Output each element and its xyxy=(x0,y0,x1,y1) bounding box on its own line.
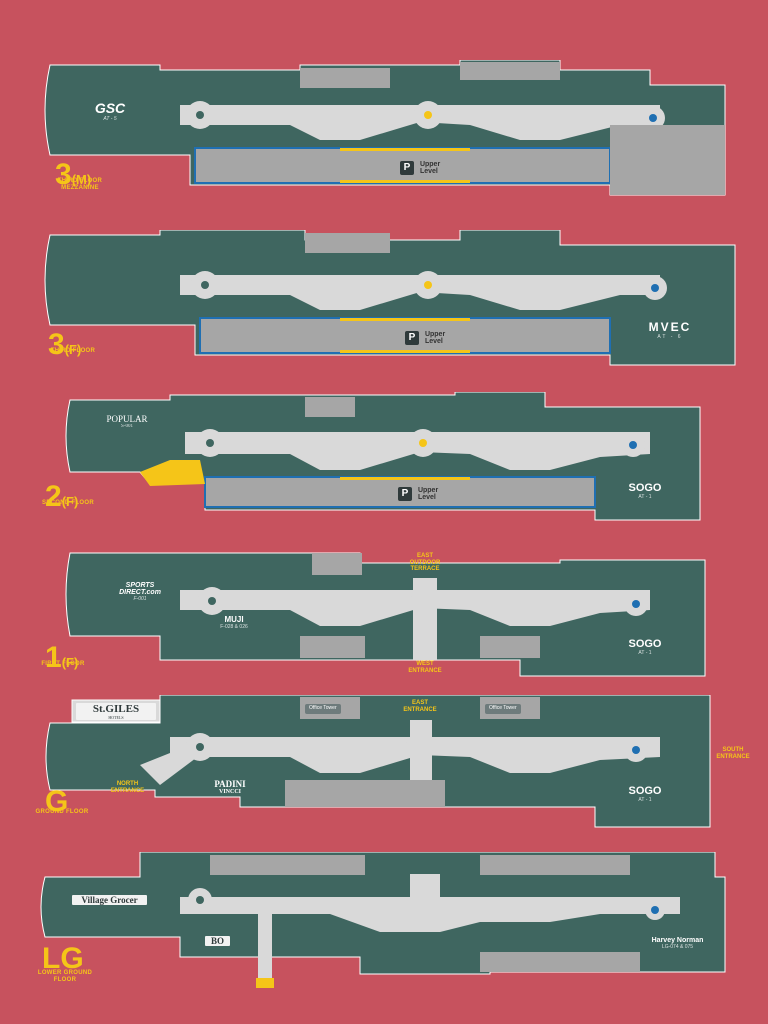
anchor-muji[interactable]: MUJI F-028 & 026 xyxy=(220,615,248,630)
floor-name-3f: THIRD FLOOR xyxy=(50,348,96,354)
anchor-sogo-1f[interactable]: SOGO AT - 1 xyxy=(628,638,662,656)
anchor-st-giles[interactable]: St.GILES HOTELS xyxy=(76,703,156,720)
anchor-village-grocer[interactable]: Village Grocer xyxy=(72,895,147,905)
floor-code-g: G xyxy=(45,785,69,818)
anchor-padini-vincci[interactable]: PADINI VINCCI xyxy=(214,779,246,795)
anchor-harvey-norman[interactable]: Harvey Norman LG-074 & 075 xyxy=(651,937,704,950)
floor-code-1f: 1(F) xyxy=(45,641,79,674)
anchor-sogo-2f[interactable]: SOGO AT - 1 xyxy=(628,482,662,500)
floor-name-2f: SECOND FLOOR xyxy=(42,500,94,506)
anchor-mvec[interactable]: MVEC AT - 6 xyxy=(648,320,692,340)
anchor-sogo-g[interactable]: SOGO AT - 1 xyxy=(628,785,662,803)
anchor-popular[interactable]: POPULAR S-001 xyxy=(106,414,148,429)
parking-icon: P xyxy=(405,331,419,346)
floor-2f-plan[interactable] xyxy=(0,392,768,527)
floor-g-plan[interactable] xyxy=(0,695,768,840)
floor-code-2f: 2(F) xyxy=(45,480,79,513)
office-tower-1[interactable]: Office Tower xyxy=(305,704,341,714)
floor-lg: Village Grocer BO Harvey Norman LG-074 &… xyxy=(0,852,768,1002)
floor-g: St.GILES HOTELS Office Tower Office Towe… xyxy=(0,695,768,840)
floor-lg-plan[interactable] xyxy=(0,852,768,1002)
floor-1f-plan[interactable] xyxy=(0,548,768,683)
floor-name-g: GROUND FLOOR xyxy=(35,809,89,815)
anchor-sports-direct[interactable]: SPORTS DIRECT.com F-001 xyxy=(119,582,161,602)
floor-code-lg: LG xyxy=(42,942,84,975)
parking-icon: P xyxy=(398,487,412,502)
parking-icon: P xyxy=(400,161,414,176)
office-tower-2[interactable]: Office Tower xyxy=(485,704,521,714)
anchor-bo[interactable]: BO xyxy=(205,936,230,946)
floor-name-1f: FIRST FLOOR xyxy=(41,661,85,667)
floor-3m-plan[interactable] xyxy=(0,60,768,200)
floor-code-3f: 3(F) xyxy=(48,328,82,361)
floor-3f-plan[interactable] xyxy=(0,230,768,370)
anchor-gsc[interactable]: GSC AT - 5 xyxy=(94,100,126,122)
floor-code-3m: 3(M) xyxy=(55,158,92,191)
